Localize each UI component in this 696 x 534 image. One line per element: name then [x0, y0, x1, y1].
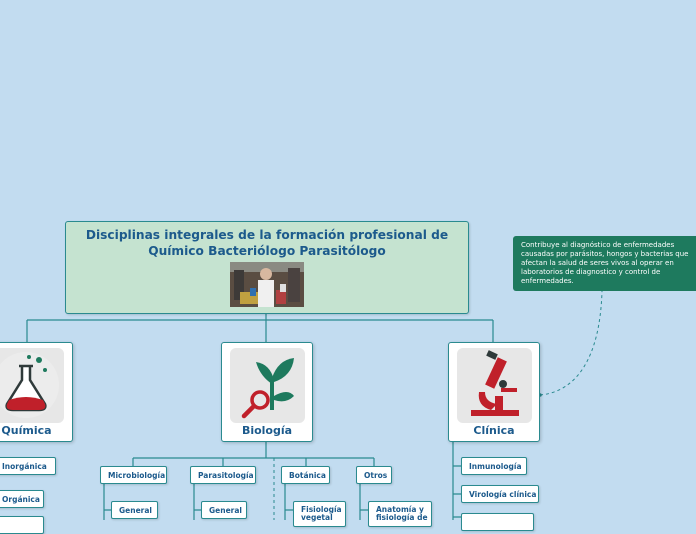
branch-quimica[interactable]: Química [0, 342, 73, 442]
clinica-note[interactable]: Contribuye al diagnóstico de enfermedade… [513, 236, 696, 291]
microscope-icon [457, 348, 532, 423]
biologia-group-parasitologia[interactable]: Parasitología [190, 466, 256, 484]
microbiologia-item-general[interactable]: General [111, 501, 158, 519]
quimica-item-partial[interactable] [0, 516, 44, 534]
clinica-item-inmunologia[interactable]: Inmunología [461, 457, 527, 475]
root-title-line2: Químico Bacteriólogo Parasitólogo [148, 244, 386, 258]
connector-lines [26, 290, 603, 520]
quimica-item-organica[interactable]: Orgánica [0, 490, 44, 508]
branch-biologia[interactable]: Biología [221, 342, 313, 442]
branch-biologia-label: Biología [241, 424, 293, 437]
laboratory-photo [230, 262, 304, 307]
biologia-group-otros[interactable]: Otros [356, 466, 392, 484]
botanica-item-fisiologia-vegetal[interactable]: Fisiología vegetal [293, 501, 346, 527]
quimica-item-inorganica[interactable]: Inorgánica [0, 457, 56, 475]
clinica-item-virologia-clinica[interactable]: Virología clínica [461, 485, 539, 503]
root-title-line1: Disciplinas integrales de la formación p… [85, 228, 449, 242]
plant-magnifier-icon [230, 348, 305, 423]
branch-clinica-label: Clínica [473, 424, 515, 437]
otros-item-anatomia[interactable]: Anatomía y fisiología de [368, 501, 432, 527]
root-node[interactable]: Disciplinas integrales de la formación p… [65, 221, 469, 314]
parasitologia-item-general[interactable]: General [201, 501, 247, 519]
branch-clinica[interactable]: Clínica [448, 342, 540, 442]
biologia-group-botanica[interactable]: Botánica [281, 466, 330, 484]
biologia-group-microbiologia[interactable]: Microbiología [100, 466, 167, 484]
branch-quimica-label: Química [1, 424, 52, 437]
root-title: Disciplinas integrales de la formación p… [66, 227, 468, 259]
flask-icon [0, 348, 64, 423]
clinica-item-partial[interactable] [461, 513, 534, 531]
